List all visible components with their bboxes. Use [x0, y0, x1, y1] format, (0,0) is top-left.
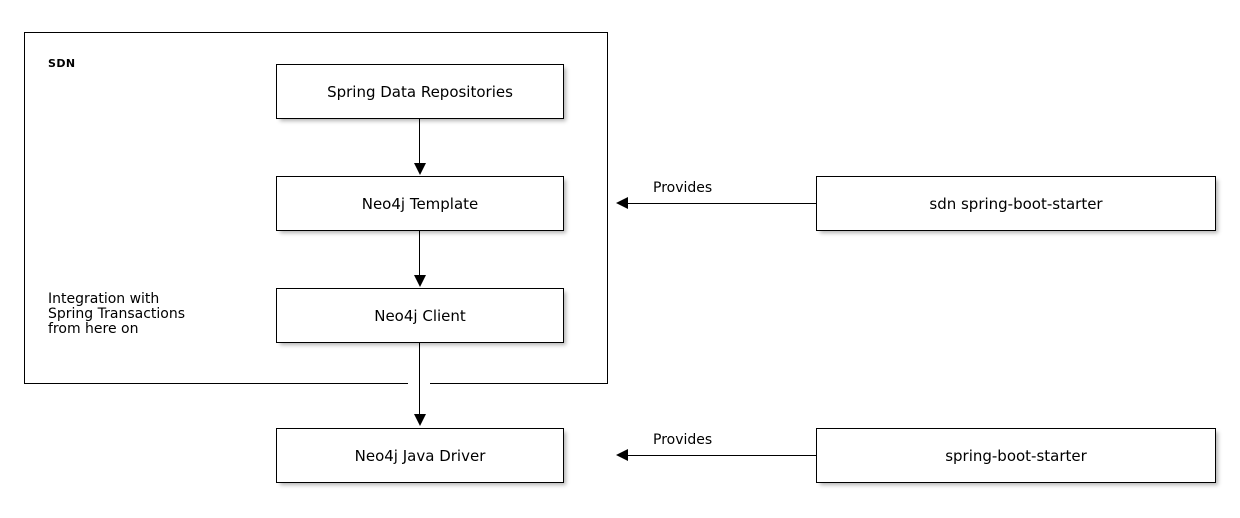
- edge-label-sdn-provides: Provides: [653, 180, 713, 196]
- node-neo4j-client-label: Neo4j Client: [374, 306, 466, 325]
- node-neo4j-template-label: Neo4j Template: [361, 194, 479, 213]
- node-spring-boot-starter-label: spring-boot-starter: [945, 446, 1087, 465]
- connector-sdn-provides-line: [628, 203, 816, 204]
- node-neo4j-client[interactable]: Neo4j Client: [276, 288, 564, 343]
- connector-client-to-driver-line-lower: [419, 343, 420, 415]
- connector-boot-provides-line: [628, 455, 816, 456]
- node-spring-data-repositories[interactable]: Spring Data Repositories: [276, 64, 564, 119]
- connector-repos-to-template-line: [419, 119, 420, 164]
- node-sdn-spring-boot-starter-label: sdn spring-boot-starter: [929, 194, 1103, 213]
- connector-template-to-client-arrowhead: [414, 275, 426, 287]
- sdn-group-label: SDN: [48, 57, 76, 70]
- connector-template-to-client-line: [419, 231, 420, 276]
- edge-label-boot-provides: Provides: [653, 432, 713, 448]
- connector-client-to-driver-arrowhead: [414, 414, 426, 426]
- node-neo4j-java-driver-label: Neo4j Java Driver: [354, 446, 486, 465]
- connector-repos-to-template-arrowhead: [414, 163, 426, 175]
- node-spring-data-repositories-label: Spring Data Repositories: [327, 82, 513, 101]
- node-spring-boot-starter[interactable]: spring-boot-starter: [816, 428, 1216, 483]
- node-sdn-spring-boot-starter[interactable]: sdn spring-boot-starter: [816, 176, 1216, 231]
- node-neo4j-template[interactable]: Neo4j Template: [276, 176, 564, 231]
- integration-note: Integration with Spring Transactions fro…: [48, 291, 186, 337]
- connector-sdn-provides-arrowhead: [616, 197, 628, 209]
- node-neo4j-java-driver[interactable]: Neo4j Java Driver: [276, 428, 564, 483]
- sdn-group-container: [24, 32, 608, 384]
- connector-boot-provides-arrowhead: [616, 449, 628, 461]
